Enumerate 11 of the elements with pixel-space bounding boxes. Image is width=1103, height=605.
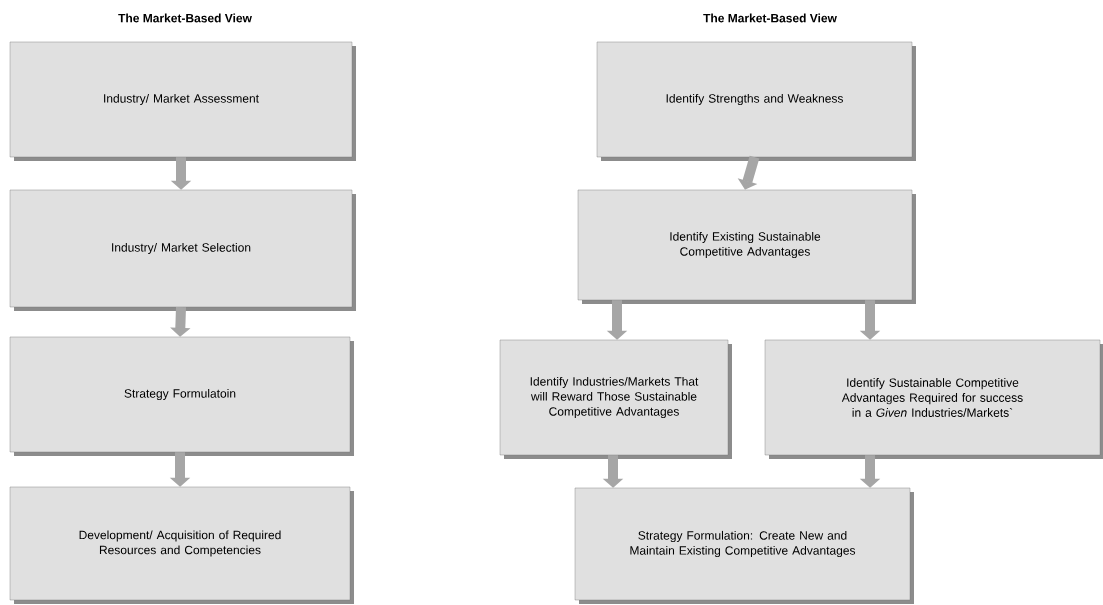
- process-box: Industry/ Market Selection: [9, 189, 356, 311]
- process-box: Identify Industries/Markets That will Reward Those Sustainable Competitive Advantages: [499, 339, 732, 459]
- heading: The Market-Based View: [118, 13, 252, 23]
- process-box: Industry/ Market Assessment: [9, 41, 356, 161]
- process-box: Development/ Acquisition of Required Resources and Competencies: [9, 486, 354, 604]
- process-box: Identify Existing Sustainable Competitive Advantages: [577, 189, 916, 304]
- process-box: Identify Sustainable Competitive Advantages Required for success in a Given Industries/Markets`: [764, 339, 1103, 459]
- process-box: Identify Strengths and Weakness: [596, 41, 916, 161]
- process-box: Strategy Formulatoin: [9, 336, 354, 456]
- heading: The Market-Based View: [703, 13, 837, 23]
- process-box: Strategy Formulation: Create New and Maintain Existing Competitive Advantages: [574, 487, 914, 604]
